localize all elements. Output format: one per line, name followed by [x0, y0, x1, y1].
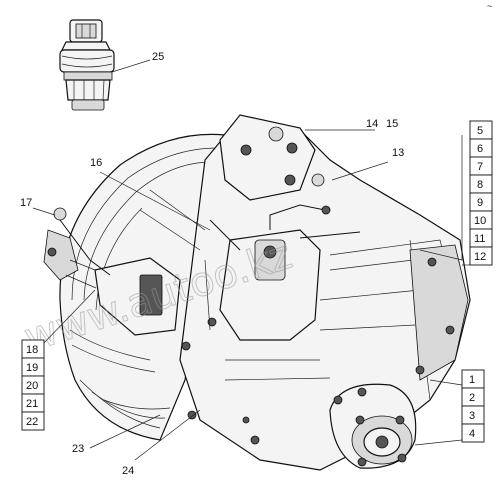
callout-4: 4	[469, 428, 475, 440]
callout-7: 7	[477, 161, 483, 173]
callout-14: 14	[366, 118, 378, 130]
callout-22: 22	[26, 416, 38, 428]
callout-16: 16	[90, 157, 102, 169]
gearbox-housing-drawing	[43, 114, 471, 471]
callout-3: 3	[469, 410, 475, 422]
callout-12: 12	[474, 251, 486, 263]
leader-lines	[32, 59, 470, 461]
sensor-switch-drawing	[59, 19, 115, 111]
callout-1: 1	[469, 374, 475, 386]
callout-6: 6	[477, 143, 483, 155]
corner-mark: ~	[487, 1, 492, 11]
callout-17: 17	[20, 197, 32, 209]
callout-19: 19	[26, 362, 38, 374]
callout-21: 21	[26, 398, 38, 410]
callout-18: 18	[26, 344, 38, 356]
left-callout-column: 18 19 20 21 22	[21, 339, 45, 431]
callout-13: 13	[392, 147, 404, 159]
right-callout-column: 5 6 7 8 9 10 11 12	[469, 120, 493, 266]
bottom-right-callout-column: 1 2 3 4	[461, 369, 485, 443]
callout-24: 24	[122, 465, 134, 477]
callout-20: 20	[26, 380, 38, 392]
callout-8: 8	[477, 179, 483, 191]
callout-10: 10	[474, 215, 486, 227]
callout-25: 25	[152, 51, 164, 63]
callout-23: 23	[72, 443, 84, 455]
callout-11: 11	[474, 233, 485, 245]
callout-5: 5	[477, 125, 483, 137]
callout-9: 9	[477, 197, 483, 209]
callout-15: 15	[386, 118, 398, 130]
callout-2: 2	[469, 392, 475, 404]
